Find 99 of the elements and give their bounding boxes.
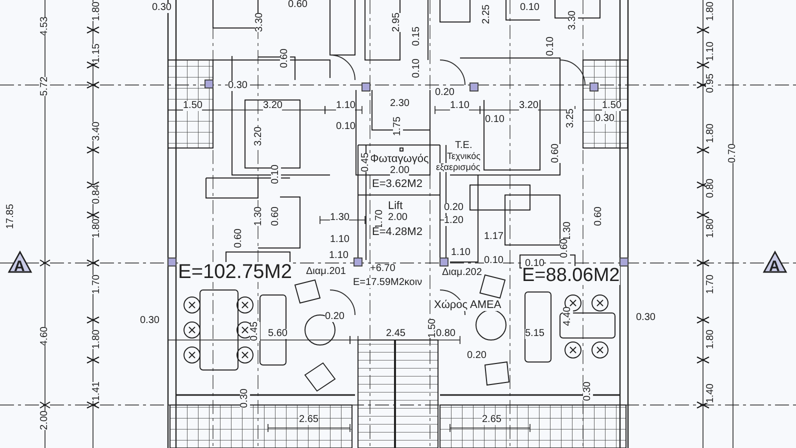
- dimension-label: 0.10: [520, 3, 540, 13]
- room-label: E=4.28M2: [372, 227, 422, 238]
- dimension-label: 5.60: [268, 329, 288, 339]
- dimension-label: 0.30: [636, 313, 656, 323]
- dimension-label: 17.85: [6, 204, 16, 229]
- dimension-label: 0.60: [560, 238, 570, 258]
- dimension-label: 0.20: [325, 312, 344, 322]
- area-label: E=102.75M2: [178, 262, 292, 282]
- dimension-label: 0.45: [250, 322, 260, 341]
- room-label: Χώρος ΑΜΕΑ: [434, 300, 502, 311]
- dimension-label: 1.80: [92, 218, 102, 238]
- section-letter: A: [14, 259, 25, 274]
- dimension-label: 0.60: [551, 144, 561, 163]
- dimension-label: 0.80: [436, 329, 456, 339]
- dimension-label: 0.30: [228, 81, 248, 91]
- dimension-label: 0.30: [140, 316, 160, 326]
- dimension-label: 1.20: [444, 216, 464, 226]
- dimension-label: 0.10: [485, 115, 504, 125]
- dimension-label: 3.20: [519, 101, 538, 111]
- dimension-label: 1.70: [375, 210, 385, 229]
- dimension-label: 0.10: [336, 122, 356, 132]
- dimension-label: 0.10: [484, 256, 504, 266]
- dimension-label: 1.10: [706, 42, 716, 61]
- dimension-label: 0.20: [435, 88, 454, 98]
- dimension-label: 0.10: [412, 58, 422, 78]
- dimension-label: 1.70: [706, 274, 716, 294]
- dimension-label: 2.00: [390, 166, 410, 176]
- dimension-label: 2.95: [392, 12, 402, 32]
- dimension-label: 1.80: [92, 2, 102, 21]
- dimension-label: 0.15: [412, 26, 422, 46]
- dimension-label: 2.65: [299, 415, 318, 425]
- dimension-label: 1.17: [484, 232, 504, 242]
- room-label: Lift: [388, 201, 403, 212]
- dimension-label: E=17.59M2κοιν: [353, 278, 422, 288]
- dimension-label: 0.10: [271, 164, 281, 184]
- dimension-label: 1.80: [706, 330, 716, 349]
- dimension-label: 0.45: [361, 152, 371, 172]
- dimension-label: 1.50: [428, 318, 438, 338]
- dimension-label: Διαμ.201: [306, 267, 346, 277]
- room-label: E=3.62M2: [372, 179, 422, 190]
- dimension-label: 2.45: [386, 329, 406, 339]
- dimension-label: 3.30: [568, 10, 578, 30]
- dimension-label: 1.30: [330, 213, 350, 223]
- dimension-label: 1.75: [393, 116, 403, 136]
- dimension-label: 2.25: [482, 4, 492, 24]
- dimension-label: 1.30: [254, 206, 264, 226]
- dimension-label: 0.60: [288, 0, 308, 10]
- dimension-label: 0.20: [467, 351, 486, 361]
- dimension-label: 0.60: [594, 206, 604, 226]
- dimension-label: 0.80: [706, 178, 716, 198]
- dimension-label: 2.30: [390, 99, 410, 109]
- dimension-label: 1.10: [450, 101, 470, 111]
- dimension-label: 1.15: [92, 44, 102, 63]
- dimension-label: 1.80: [706, 124, 716, 143]
- dimension-label: 1.80: [706, 2, 716, 21]
- dimension-label: 2.00: [40, 410, 50, 430]
- dimension-label: 4.60: [40, 326, 50, 346]
- dimension-label: 0.60: [271, 206, 281, 226]
- dimension-label: 1.50: [602, 101, 622, 111]
- dimension-label: 0.30: [240, 388, 250, 408]
- dimension-label: 1.50: [183, 101, 202, 111]
- dimension-label: Τ.Ε.: [455, 141, 472, 151]
- dimension-label: 5.15: [525, 329, 544, 339]
- area-label: E=88.06M2: [522, 266, 620, 285]
- dimension-label: 3.30: [255, 12, 265, 32]
- dimension-label: Διαμ.202: [442, 268, 482, 278]
- dimension-label: 1.80: [706, 218, 716, 238]
- dimension-label: 3.40: [92, 122, 102, 141]
- room-label: Φωταγωγός: [370, 154, 429, 165]
- dimension-label: 3.20: [263, 101, 282, 111]
- dimension-label: 0.10: [546, 36, 556, 56]
- dimension-label: 0.20: [444, 203, 464, 213]
- dimension-label: 1.40: [706, 384, 716, 403]
- dimension-label: 0.95: [706, 74, 716, 93]
- dimension-label: 2.00: [388, 213, 408, 223]
- dimension-label: 1.10: [451, 248, 470, 258]
- room-label: Τεχνικός: [447, 152, 480, 161]
- dimension-label: 1.80: [92, 330, 102, 349]
- room-label: εξαερισμός: [436, 163, 480, 172]
- dimension-label: 2.65: [482, 415, 502, 425]
- dimension-label: 1.10: [329, 251, 348, 261]
- dimension-label: 5.72: [40, 76, 50, 96]
- dimension-label: 0.30: [595, 114, 614, 124]
- dimension-label: 3.25: [566, 108, 576, 128]
- dimension-label: 3.20: [254, 126, 264, 146]
- dimension-label: +6.70: [370, 264, 396, 274]
- dimension-label: 1.10: [330, 235, 350, 245]
- dimension-label: 4.40: [563, 306, 573, 326]
- dimension-label: 0.60: [234, 228, 244, 248]
- dimension-label: 0.60: [280, 48, 290, 68]
- dimension-label: 1.41: [92, 382, 102, 401]
- dimension-label: 0.30: [583, 382, 593, 401]
- dimension-label: 1.10: [336, 101, 356, 111]
- section-letter: A: [769, 259, 780, 274]
- dimension-label: 0.30: [152, 3, 172, 13]
- dimension-label: 0.84: [92, 184, 102, 204]
- dimension-label: 4.53: [40, 16, 50, 36]
- dimension-label: 1.70: [92, 274, 102, 294]
- dimension-label: 0.70: [728, 144, 738, 163]
